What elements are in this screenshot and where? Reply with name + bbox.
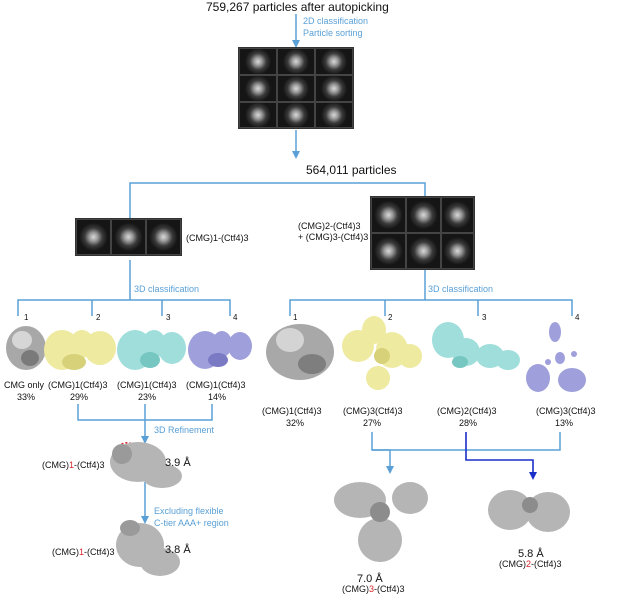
- left-class-name: (CMG)1(Ctf4)3: [117, 380, 177, 390]
- left-class-num: 2: [96, 313, 101, 322]
- refine-label: 3D Refinement: [154, 425, 215, 435]
- left-class-num: 1: [24, 313, 29, 322]
- map-right-4: [526, 322, 586, 392]
- right-class-name: (CMG)3(Ctf4)3: [343, 406, 403, 416]
- class-2d-right: [370, 196, 475, 270]
- exclude-line-2: C-tier AAA+ region: [154, 518, 229, 528]
- map4-label: (CMG)2-(Ctf4)3: [499, 559, 562, 569]
- left-class-name: CMG only: [4, 380, 45, 390]
- right-group-label-1: (CMG)2-(Ctf4)3: [298, 221, 361, 231]
- step-2d-class: 2D classification: [303, 16, 369, 26]
- map1-resolution: 3.9 Å: [165, 457, 191, 469]
- right-class-name: (CMG)1(Ctf4)3: [262, 406, 322, 416]
- top-title: 759,267 particles after autopicking: [206, 0, 389, 14]
- map-refined-4: [488, 490, 570, 532]
- right-group-label-2: + (CMG)3-(Ctf4)3: [298, 232, 369, 242]
- map-left-1: [6, 326, 46, 370]
- class-2d-left: [75, 218, 182, 256]
- left-class-pct: 23%: [138, 392, 157, 402]
- map2-label: (CMG)1-(Ctf4)3: [52, 547, 115, 557]
- map3-resolution: 7.0 Å: [357, 573, 383, 585]
- class-2d-grid: [238, 47, 354, 129]
- left-class-pct: 29%: [70, 392, 89, 402]
- map-right-3: [432, 322, 520, 370]
- left-3d-class-label: 3D classification: [134, 284, 200, 294]
- left-class-name: (CMG)1(Ctf4)3: [186, 380, 246, 390]
- map2-resolution: 3.8 Å: [165, 544, 191, 556]
- right-class-num: 2: [388, 313, 393, 322]
- map-left-2: [44, 330, 116, 370]
- left-class-pct: 14%: [208, 392, 227, 402]
- map1-label: (CMG)1-(Ctf4)3: [42, 460, 105, 470]
- left-class-name: (CMG)1(Ctf4)3: [48, 380, 108, 390]
- right-class-pct: 13%: [555, 418, 574, 428]
- map-left-4: [188, 331, 252, 369]
- map4-resolution: 5.8 Å: [518, 548, 544, 560]
- map-left-3: [117, 330, 186, 370]
- right-3d-class-label: 3D classification: [428, 284, 494, 294]
- map-refined-3: [334, 482, 428, 562]
- right-class-num: 3: [482, 313, 487, 322]
- right-class-num: 4: [575, 313, 580, 322]
- right-class-name: (CMG)2(Ctf4)3: [437, 406, 497, 416]
- left-class-num: 4: [233, 313, 238, 322]
- exclude-line-1: Excluding flexible: [154, 506, 224, 516]
- map-refined-1: [110, 442, 182, 488]
- right-class-pct: 32%: [286, 418, 305, 428]
- left-class-pct: 33%: [17, 392, 36, 402]
- right-class-name: (CMG)3(Ctf4)3: [536, 406, 596, 416]
- right-class-num: 1: [293, 313, 298, 322]
- split-line: [129, 182, 426, 218]
- map-right-2: [342, 316, 422, 390]
- mid-title: 564,011 particles: [306, 163, 397, 177]
- right-class-pct: 28%: [459, 418, 478, 428]
- map-right-1: [266, 324, 334, 380]
- right-class-pct: 27%: [363, 418, 382, 428]
- map3-label: (CMG)3-(Ctf4)3: [342, 584, 405, 594]
- left-group-label: (CMG)1-(Ctf4)3: [186, 233, 249, 243]
- step-particle-sort: Particle sorting: [303, 28, 363, 38]
- left-class-num: 3: [166, 313, 171, 322]
- map-refined-2: [116, 520, 180, 576]
